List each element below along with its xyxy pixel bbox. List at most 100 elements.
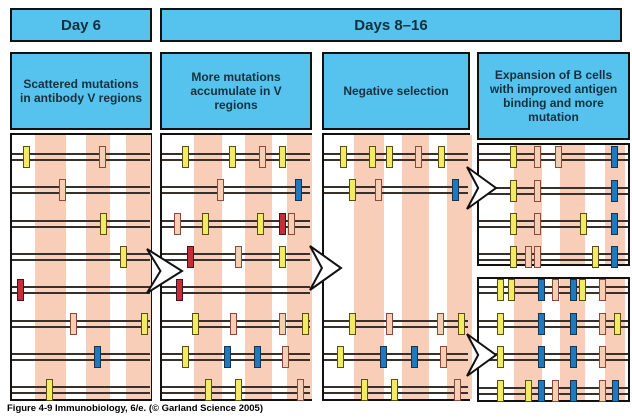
mutation-tick-yellow: [229, 146, 236, 168]
v-region-gene-line: [324, 320, 468, 328]
v-region-gene-line: [479, 220, 628, 228]
mutation-tick-pink: [297, 379, 304, 401]
v-region-gene-line: [12, 386, 150, 394]
mutation-tick-blue: [612, 380, 619, 402]
mutation-tick-yellow: [120, 246, 127, 268]
mutation-tick-pink: [534, 213, 541, 235]
mutation-tick-pink: [552, 380, 559, 402]
mutation-tick-yellow: [497, 313, 504, 335]
mutation-tick-yellow: [438, 146, 445, 168]
mutation-tick-yellow: [497, 380, 504, 402]
panel-body-more-mutations: [160, 133, 312, 401]
v-region-gene-line: [12, 253, 150, 261]
mutation-tick-pink: [279, 313, 286, 335]
mutation-tick-blue: [538, 313, 545, 335]
mutation-tick-pink: [259, 146, 266, 168]
cdr-hotspot-stripe: [605, 145, 625, 264]
v-region-gene-line: [479, 320, 628, 328]
v-region-gene-line: [12, 353, 150, 361]
mutation-tick-yellow: [525, 380, 532, 402]
mutation-tick-red: [17, 279, 24, 301]
mutation-tick-yellow: [23, 146, 30, 168]
mutation-tick-blue: [611, 246, 618, 268]
timeline-header-days-8-16: Days 8–16: [160, 8, 622, 42]
mutation-tick-yellow: [279, 146, 286, 168]
figure-caption: Figure 4-9 Immunobiology, 6/e. (© Garlan…: [7, 403, 264, 414]
mutation-tick-yellow: [592, 246, 599, 268]
mutation-tick-yellow: [361, 379, 368, 401]
v-region-gene-line: [12, 220, 150, 228]
mutation-tick-yellow: [391, 379, 398, 401]
panel-header-expansion-b-cells: Expansion of B cells with improved antig…: [477, 52, 630, 140]
panel-header-more-mutations: More mutations accumulate in V regions: [160, 52, 312, 130]
mutation-tick-pink: [599, 279, 606, 301]
mutation-tick-blue: [380, 346, 387, 368]
mutation-tick-pink: [599, 380, 606, 402]
mutation-tick-blue: [295, 179, 302, 201]
v-region-gene-line: [12, 320, 150, 328]
progression-arrow-right-icon: [466, 166, 498, 210]
v-region-gene-line: [162, 186, 310, 194]
mutation-tick-blue: [611, 146, 618, 168]
v-region-gene-line: [12, 153, 150, 161]
cdr-hotspot-stripe: [514, 279, 542, 400]
mutation-tick-blue: [452, 179, 459, 201]
panel-body-negative-selection: [322, 133, 472, 401]
panel-header-scattered-mutations: Scattered mutations in antibody V region…: [10, 52, 152, 130]
v-region-gene-line: [162, 286, 310, 294]
v-region-gene-line: [324, 153, 468, 161]
mutation-tick-blue: [538, 346, 545, 368]
mutation-tick-red: [279, 213, 286, 235]
mutation-tick-yellow: [205, 379, 212, 401]
mutation-tick-pink: [534, 246, 541, 268]
mutation-tick-red: [187, 246, 194, 268]
mutation-tick-pink: [288, 213, 295, 235]
mutation-tick-yellow: [510, 180, 517, 202]
v-region-gene-line: [479, 187, 628, 195]
panel-body-scattered-mutations: [10, 133, 152, 401]
mutation-tick-yellow: [235, 379, 242, 401]
v-region-gene-line: [479, 153, 628, 161]
v-region-gene-line: [162, 153, 310, 161]
mutation-tick-yellow: [257, 213, 264, 235]
mutation-tick-blue: [411, 346, 418, 368]
mutation-tick-yellow: [349, 313, 356, 335]
panel-body-expansion-b-cells-2: [477, 277, 630, 402]
cdr-hotspot-stripe: [605, 279, 625, 400]
v-region-gene-line: [12, 286, 150, 294]
mutation-tick-pink: [534, 146, 541, 168]
mutation-tick-yellow: [458, 313, 465, 335]
mutation-tick-yellow: [579, 279, 586, 301]
mutation-tick-blue: [254, 346, 261, 368]
mutation-tick-yellow: [580, 213, 587, 235]
mutation-tick-blue: [538, 380, 545, 402]
mutation-tick-yellow: [369, 146, 376, 168]
mutation-tick-blue: [538, 279, 545, 301]
mutation-tick-yellow: [202, 213, 209, 235]
mutation-tick-yellow: [100, 213, 107, 235]
mutation-tick-yellow: [497, 346, 504, 368]
timeline-header-day-6: Day 6: [10, 8, 152, 42]
mutation-tick-yellow: [340, 146, 347, 168]
mutation-tick-pink: [282, 346, 289, 368]
mutation-tick-yellow: [337, 346, 344, 368]
mutation-tick-yellow: [508, 279, 515, 301]
mutation-tick-yellow: [192, 313, 199, 335]
mutation-tick-yellow: [141, 313, 148, 335]
mutation-tick-pink: [70, 313, 77, 335]
mutation-tick-pink: [230, 313, 237, 335]
mutation-tick-pink: [437, 313, 444, 335]
mutation-tick-pink: [440, 346, 447, 368]
mutation-tick-yellow: [46, 379, 53, 401]
mutation-tick-yellow: [386, 146, 393, 168]
mutation-tick-pink: [59, 179, 66, 201]
mutation-tick-pink: [174, 213, 181, 235]
mutation-tick-pink: [534, 180, 541, 202]
mutation-tick-yellow: [279, 246, 286, 268]
cdr-hotspot-stripe: [126, 135, 151, 399]
progression-arrow-right-icon: [146, 248, 184, 294]
v-region-gene-line: [12, 186, 150, 194]
progression-arrow-right-icon: [309, 245, 343, 291]
progression-arrow-right-icon: [466, 333, 498, 377]
